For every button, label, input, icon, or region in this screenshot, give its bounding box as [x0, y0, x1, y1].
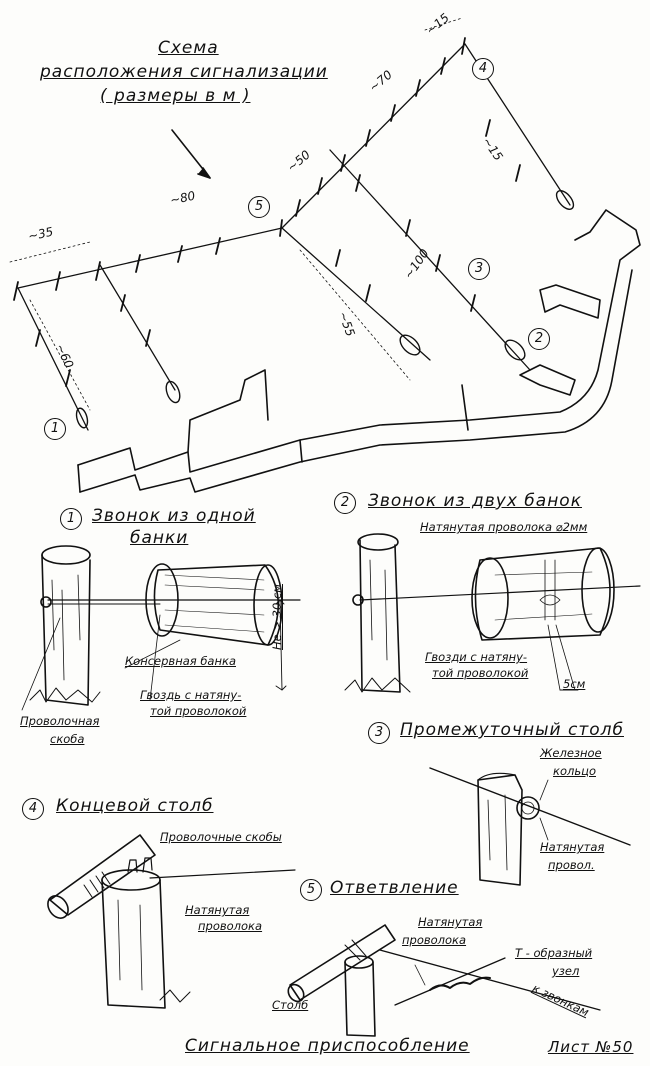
detail-5-number: 5 — [300, 879, 322, 901]
detail-2-wire-label: Натянутая проволока ⌀2мм — [420, 520, 588, 534]
marker-5: 5 — [248, 196, 270, 218]
detail-3-drawing — [429, 767, 631, 886]
detail-5-drawing — [287, 924, 601, 1037]
scheme-title-line-3: ( размеры в м ) — [100, 86, 251, 106]
detail-4-number: 4 — [22, 798, 44, 820]
detail-3-wire-label-1: Натянутая — [540, 840, 605, 854]
scheme-title-line-2: расположения сигнализации — [40, 62, 328, 82]
detail-1-number: 1 — [60, 508, 82, 530]
detail-1-staple-label-2: скоба — [50, 732, 85, 746]
detail-1-title-line-2: банки — [130, 528, 189, 548]
marker-2: 2 — [528, 328, 550, 350]
detail-1-drawing — [21, 545, 301, 711]
marker-4: 4 — [472, 58, 494, 80]
wire-west-down — [17, 287, 89, 431]
detail-1-title-line-1: Звонок из одной — [92, 506, 256, 526]
detail-1-height-label: Не > 30 см — [270, 584, 284, 650]
detail-2-gap-label: 5см — [563, 677, 586, 691]
detail-4-drawing — [47, 834, 296, 1009]
detail-5-knot-label-1: Т - образный — [515, 946, 593, 960]
detail-3-number: 3 — [368, 722, 390, 744]
wire-main-west — [17, 227, 283, 289]
detail-2-drawing — [344, 533, 641, 693]
detail-4-wire-label-1: Натянутая — [185, 903, 250, 917]
sheet-number: Лист №50 — [548, 1038, 634, 1056]
detail-1-staple-label-1: Проволочная — [20, 714, 100, 728]
detail-3-title: Промежуточный столб — [400, 720, 624, 740]
detail-2-title: Звонок из двух банок — [368, 491, 582, 511]
detail-3-ring-label-1: Железное — [540, 746, 602, 760]
trench-outline — [77, 209, 641, 473]
detail-2-number: 2 — [334, 492, 356, 514]
detail-4-wire-label-2: проволока — [198, 919, 263, 933]
detail-3-ring-label-2: кольцо — [553, 764, 596, 778]
detail-2-nails-label-2: той проволокой — [432, 666, 529, 680]
detail-1-nail-label-1: Гвоздь с натяну- — [140, 688, 242, 702]
wire-branch-3 — [281, 227, 431, 361]
detail-5-wire-label-2: проволока — [402, 933, 467, 947]
footer-title: Сигнальное приспособление — [185, 1036, 470, 1056]
detail-4-title: Концевой столб — [56, 796, 214, 816]
wire-branch-2 — [329, 149, 531, 371]
detail-4-staples-label: Проволочные скобы — [160, 830, 282, 844]
marker-3: 3 — [468, 258, 490, 280]
detail-5-wire-label-1: Натянутая — [418, 915, 483, 929]
wire-main-north — [281, 43, 466, 229]
detail-1-can-label: Консервная банка — [125, 654, 236, 668]
detail-3-wire-label-2: провол. — [548, 858, 595, 872]
detail-1-nail-label-2: той проволокой — [150, 704, 247, 718]
marker-1: 1 — [44, 418, 66, 440]
detail-5-title: Ответвление — [330, 878, 459, 898]
detail-5-post-label: Столб — [272, 998, 309, 1012]
detail-2-nails-label-1: Гвозди с натяну- — [425, 650, 528, 664]
detail-5-knot-label-2: узел — [552, 964, 580, 978]
scheme-title-line-1: Схема — [158, 38, 219, 58]
